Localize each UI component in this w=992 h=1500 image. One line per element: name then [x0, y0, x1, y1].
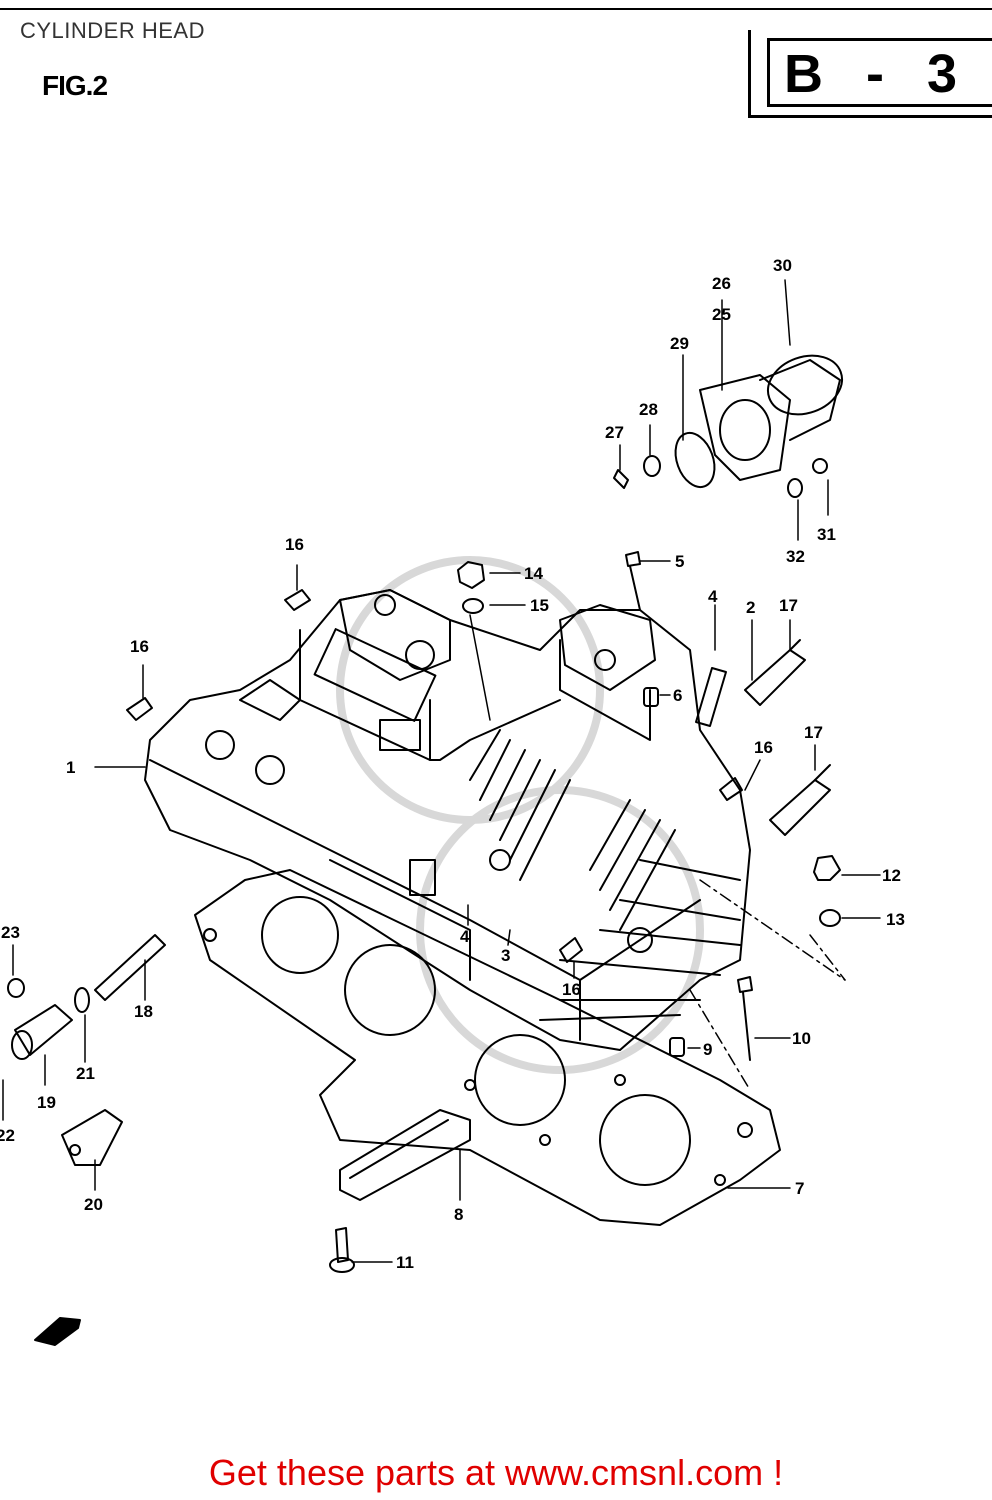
watermark-logo	[336, 556, 704, 1074]
callout-22: 22	[0, 1126, 15, 1145]
top-rule	[0, 8, 992, 10]
section-code-box: B - 3	[748, 30, 992, 118]
nut-14	[457, 561, 485, 589]
cap-19	[11, 1004, 73, 1060]
callout-15: 15	[530, 596, 549, 615]
plug-16-left	[126, 697, 153, 721]
cylinder-head-gasket	[194, 869, 781, 1226]
callout-14: 14	[524, 564, 543, 583]
cmsnl-parts-link[interactable]: Get these parts at www.cmsnl.com !	[208, 1452, 784, 1493]
camshaft-cap-right	[559, 604, 656, 691]
callout-29: 29	[670, 334, 689, 353]
callout-11: 11	[396, 1253, 414, 1272]
callout-4-lower: 4	[460, 927, 470, 946]
callout-18: 18	[134, 1002, 153, 1021]
cylinder-head-body	[144, 589, 751, 1051]
callout-4-upper: 4	[708, 587, 718, 606]
callout-9: 9	[703, 1040, 712, 1059]
washer-23	[7, 978, 25, 998]
cap-nut-12	[813, 855, 841, 881]
washer-28	[643, 455, 661, 477]
callout-21: 21	[76, 1064, 95, 1083]
camshaft-cap-left	[339, 589, 451, 681]
bolt-5	[625, 551, 641, 611]
callout-13: 13	[886, 910, 905, 929]
o-ring	[674, 431, 716, 489]
temperature-sensor-18	[94, 934, 166, 1001]
dowel-6	[643, 687, 659, 707]
callout-3: 3	[501, 946, 510, 965]
callout-7: 7	[795, 1179, 804, 1198]
plug-16-bottom	[559, 937, 583, 963]
callout-27: 27	[605, 423, 624, 442]
spark-plug-lower	[769, 764, 831, 836]
callout-25: 25	[712, 305, 731, 324]
figure-label: FIG.2	[42, 70, 108, 101]
washer-13	[819, 909, 841, 927]
leader-lines	[2, 279, 881, 1263]
callout-2: 2	[746, 598, 755, 617]
bolt-10	[737, 976, 753, 1061]
bolt-11	[329, 1227, 355, 1273]
page-title: CYLINDER HEAD	[20, 18, 205, 43]
valve-guide-2	[695, 667, 727, 727]
callout-20: 20	[84, 1195, 103, 1214]
callout-16-top: 16	[285, 535, 304, 554]
callout-31: 31	[817, 525, 836, 544]
callout-17-upper: 17	[779, 596, 798, 615]
intake-pipe	[699, 359, 841, 481]
callout-19: 19	[37, 1093, 56, 1112]
callout-23: 23	[1, 923, 20, 942]
callout-26: 26	[712, 274, 731, 293]
washer-15	[462, 598, 484, 614]
callout-28: 28	[639, 400, 658, 419]
callout-5: 5	[675, 552, 684, 571]
callout-10: 10	[792, 1029, 811, 1048]
dowel-9	[669, 1037, 685, 1057]
callout-16-bottom: 16	[562, 980, 581, 999]
gasket-21	[74, 987, 90, 1013]
bolt-31	[812, 458, 828, 474]
callout-30: 30	[773, 256, 792, 275]
callout-16-left: 16	[130, 637, 149, 656]
callout-32: 32	[786, 547, 805, 566]
callout-17-lower: 17	[804, 723, 823, 742]
screw-27	[613, 469, 629, 489]
callout-12: 12	[882, 866, 901, 885]
spark-plug-upper	[744, 639, 806, 706]
callout-16-right: 16	[754, 738, 773, 757]
gasket-strip	[339, 1109, 471, 1201]
plug-16-right	[719, 777, 743, 801]
front-arrow-icon	[34, 1317, 81, 1346]
callout-8: 8	[454, 1205, 463, 1224]
section-code: B - 3	[767, 38, 992, 107]
callout-6: 6	[673, 686, 682, 705]
fitting-20	[61, 1109, 123, 1166]
callout-1: 1	[66, 758, 75, 777]
plug-16-top	[284, 589, 311, 611]
intake-clamp	[767, 354, 843, 416]
washer-32	[787, 478, 803, 498]
